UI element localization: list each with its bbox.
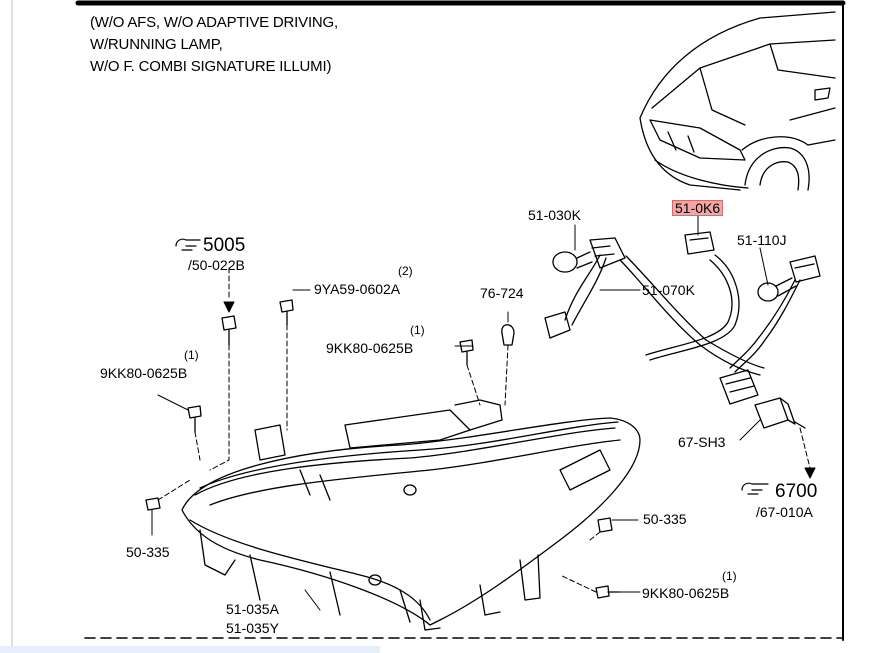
fasteners (145, 299, 621, 599)
ref-5005-sub[interactable]: /50-022B (188, 257, 245, 273)
vehicle-illustration (639, 11, 836, 191)
applicability-note: (W/O AFS, W/O ADAPTIVE DRIVING, W/RUNNIN… (90, 12, 338, 78)
part-51-110j[interactable]: 51-110J (737, 232, 787, 248)
part-9kk80-0625b-left[interactable]: 9KK80-0625B (100, 365, 188, 381)
part-67-sh3[interactable]: 67-SH3 (678, 434, 726, 450)
part-9kk80-0625b-mid[interactable]: 9KK80-0625B (326, 340, 414, 356)
note-line: W/RUNNING LAMP, (90, 36, 223, 53)
part-9ya59-0602a[interactable]: 9YA59-0602A (314, 281, 401, 297)
part-50-335-right[interactable]: 50-335 (643, 511, 687, 527)
part-76-724[interactable]: 76-724 (480, 285, 524, 301)
bottom-blue-strip (0, 646, 380, 653)
part-9kk80-0625b-bottom[interactable]: 9KK80-0625B (642, 585, 730, 601)
leader-lines (151, 214, 816, 611)
part-51-070k[interactable]: 51-070K (642, 282, 695, 298)
ref-6700[interactable]: 6700 (775, 481, 818, 502)
hand-pointer-icon (741, 482, 769, 495)
note-line: (W/O AFS, W/O ADAPTIVE DRIVING, (90, 14, 338, 31)
ref-6700-sub[interactable]: /67-010A (756, 504, 813, 520)
headlamp-body (181, 399, 641, 631)
qty-9kk80-bottom: (1) (722, 569, 737, 583)
qty-9ya59: (2) (398, 264, 413, 278)
wiring-harness (544, 231, 821, 429)
part-51-035y[interactable]: 51-035Y (226, 620, 279, 636)
part-51-035a[interactable]: 51-035A (226, 601, 279, 617)
qty-9kk80-mid: (1) (410, 323, 425, 337)
part-51-0k6-highlighted[interactable]: 51-0K6 (672, 200, 724, 216)
ref-5005[interactable]: 5005 (203, 235, 246, 256)
qty-9kk80-left: (1) (184, 348, 199, 362)
hand-pointer-icon (175, 238, 201, 251)
part-50-335-left[interactable]: 50-335 (126, 544, 170, 560)
part-51-030k[interactable]: 51-030K (528, 207, 581, 223)
note-line: W/O F. COMBI SIGNATURE ILLUMI) (90, 58, 332, 75)
